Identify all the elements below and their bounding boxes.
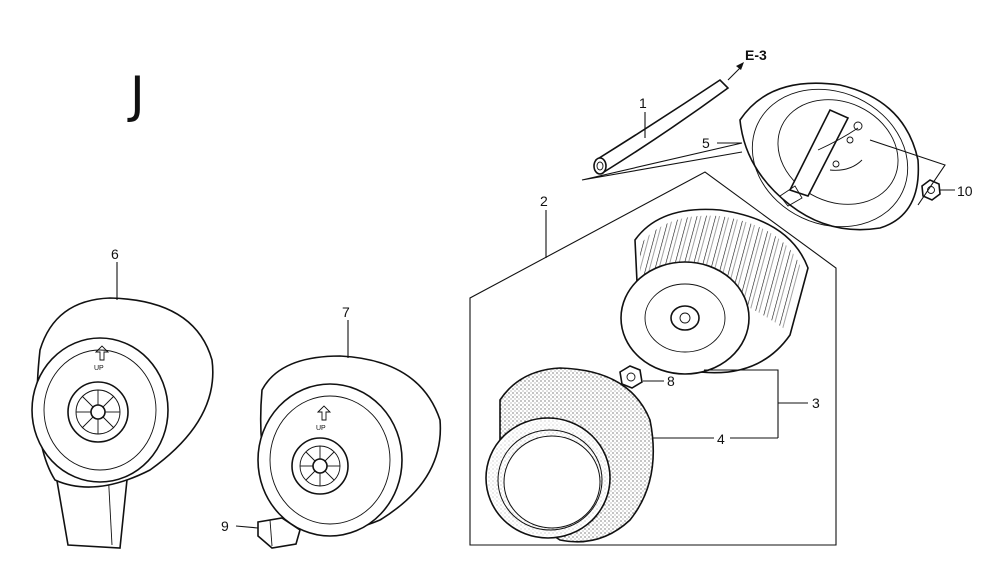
part-10-nut (921, 179, 941, 201)
callout-6: 6 (111, 246, 119, 262)
part-8-nut (619, 365, 643, 389)
reference-e3: E-3 (745, 47, 767, 63)
part-7-air-cleaner-cover: UP (257, 355, 442, 537)
svg-text:UP: UP (94, 365, 104, 372)
leader-3 (704, 369, 808, 438)
callout-8: 8 (667, 373, 675, 389)
callout-7: 7 (342, 304, 350, 320)
part-9-clip (257, 517, 301, 549)
callout-9: 9 (221, 518, 229, 534)
callout-3: 3 (812, 395, 820, 411)
callout-2: 2 (540, 193, 548, 209)
callout-4: 4 (717, 431, 725, 447)
part-6-air-cleaner-cover-with-duct: UP (31, 297, 214, 549)
section-label: J (127, 66, 145, 124)
callout-1: 1 (639, 95, 647, 111)
part-4-foam-element (485, 367, 655, 543)
callout-10: 10 (957, 183, 973, 199)
part-5-air-cleaner-case (739, 82, 920, 231)
assembly-bracket-2 (469, 171, 837, 546)
leader-9 (235, 525, 259, 529)
part-3-filter-element (620, 208, 809, 375)
callout-5: 5 (702, 135, 710, 151)
leader-10 (869, 139, 955, 206)
part-1-breather-tube (593, 78, 730, 175)
svg-text:UP: UP (316, 425, 326, 432)
